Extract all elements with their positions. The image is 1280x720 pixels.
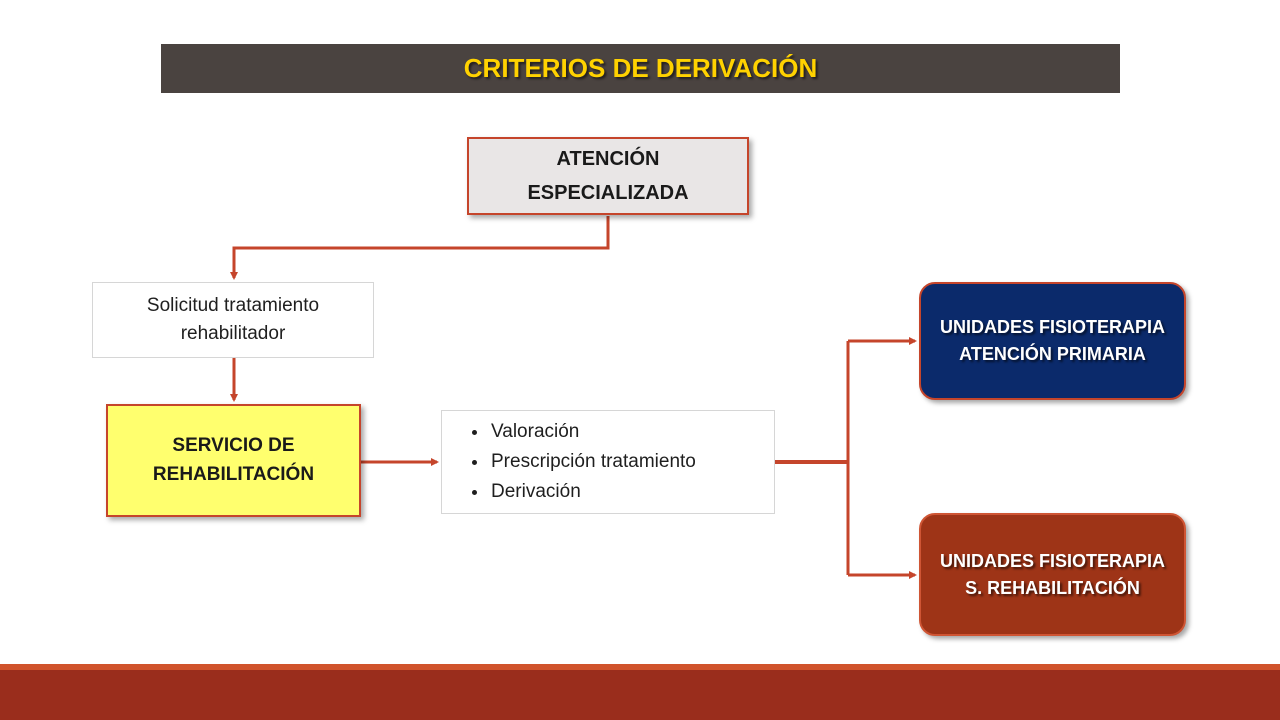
node-unidades-atencion-primaria: UNIDADES FISIOTERAPIA ATENCIÓN PRIMARIA <box>919 282 1186 400</box>
node-solicitud-label: Solicitud tratamiento rehabilitador <box>146 295 320 344</box>
page-title: CRITERIOS DE DERIVACIÓN <box>463 53 818 83</box>
node-servicio-rehabilitacion: SERVICIO DE REHABILITACIÓN <box>106 404 361 517</box>
footer-band <box>0 670 1280 720</box>
node-sr-label: UNIDADES FISIOTERAPIA S. REHABILITACIÓN <box>939 550 1166 598</box>
node-valoracion-list: Valoración Prescripción tratamiento Deri… <box>441 410 775 514</box>
node-solicitud-tratamiento: Solicitud tratamiento rehabilitador <box>92 282 374 358</box>
footer-accent-line <box>0 664 1280 670</box>
list-item: Prescripción tratamiento <box>489 447 696 477</box>
title-bar: CRITERIOS DE DERIVACIÓN <box>161 44 1120 93</box>
node-atencion-label: ATENCIÓN ESPECIALIZADA <box>527 148 689 204</box>
node-servicio-label: SERVICIO DE REHABILITACIÓN <box>152 435 315 485</box>
node-ap-label: UNIDADES FISIOTERAPIA ATENCIÓN PRIMARIA <box>939 317 1166 364</box>
node-atencion-especializada: ATENCIÓN ESPECIALIZADA <box>467 137 749 215</box>
node-unidades-servicio-rehabilitacion: UNIDADES FISIOTERAPIA S. REHABILITACIÓN <box>919 513 1186 636</box>
connector-atencion-solicitud <box>230 216 610 280</box>
list-item: Derivación <box>489 477 696 507</box>
list-item: Valoración <box>489 417 696 447</box>
valoracion-bullet-list: Valoración Prescripción tratamiento Deri… <box>442 417 696 507</box>
